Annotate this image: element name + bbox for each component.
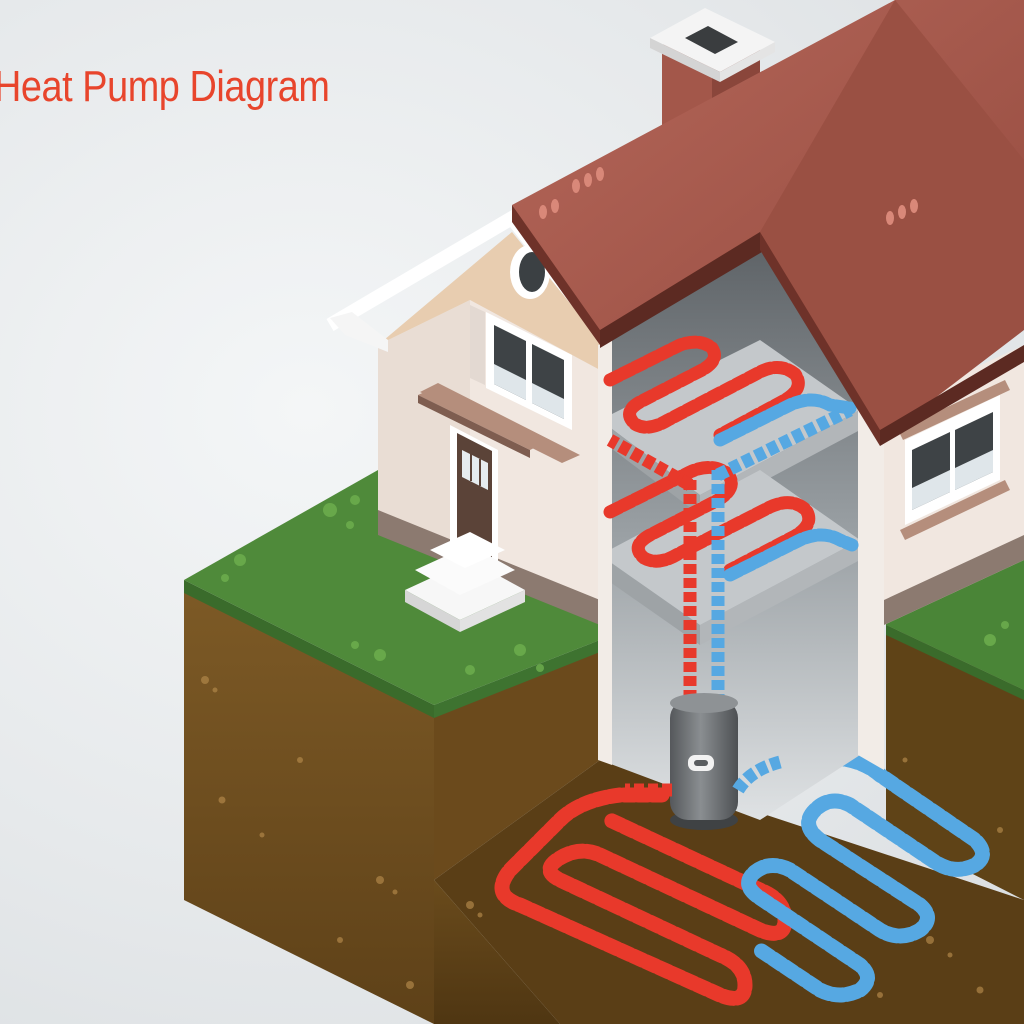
soil-trench-floor: [434, 760, 1024, 1024]
front-door: [418, 385, 550, 570]
attic-coil-warm: [603, 335, 805, 442]
roof-edge-left: [512, 205, 600, 345]
chimney-icon: [650, 8, 775, 140]
attic-coil-cool: [713, 393, 857, 447]
left-wing-front-wall: [378, 300, 470, 560]
heat-pump-unit: [670, 693, 738, 830]
window-right-lintel: [898, 380, 1010, 440]
window-right-sill: [900, 480, 1010, 540]
soil-speckles: [201, 676, 1003, 998]
left-wing-windows: [420, 305, 580, 463]
grass-left-edge: [184, 580, 434, 718]
grass-left: [184, 470, 600, 705]
supply-riser-top: [606, 434, 694, 491]
front-steps: [405, 532, 525, 632]
pump-to-ground-cool: [732, 755, 782, 794]
cutaway-wall-edge-left: [598, 340, 612, 765]
grass-dots: [221, 495, 1009, 675]
left-wing-eave: [330, 312, 388, 352]
roof-edge-cut: [600, 232, 762, 348]
roof-vents: [539, 167, 918, 225]
ground-loop-warm: [494, 787, 793, 1006]
return-riser-top: [715, 404, 853, 481]
window-sill: [420, 383, 580, 463]
floor2-coil-cool: [723, 528, 859, 582]
cutaway-wall-edge-right: [858, 395, 884, 770]
grass-left-edge2: [434, 640, 600, 718]
soil-front-right: [434, 880, 560, 1024]
soil-right: [886, 625, 1024, 900]
door-window: [462, 450, 488, 490]
house-cutaway: [598, 250, 884, 830]
grass-right-edge: [886, 625, 1024, 700]
diagram-title: Heat Pump Diagram: [0, 62, 330, 111]
roof-edge-right: [760, 232, 880, 446]
ground-loop-cool: [727, 750, 990, 1003]
ground-loop-pipes: [494, 750, 990, 1006]
left-wing-gable: [378, 232, 600, 370]
gable-round-window-glass: [519, 252, 545, 292]
roof-eave-right: [880, 345, 1024, 446]
roof: [512, 0, 1024, 446]
right-wing-base: [884, 535, 1024, 625]
soil-front-left: [184, 585, 434, 1024]
